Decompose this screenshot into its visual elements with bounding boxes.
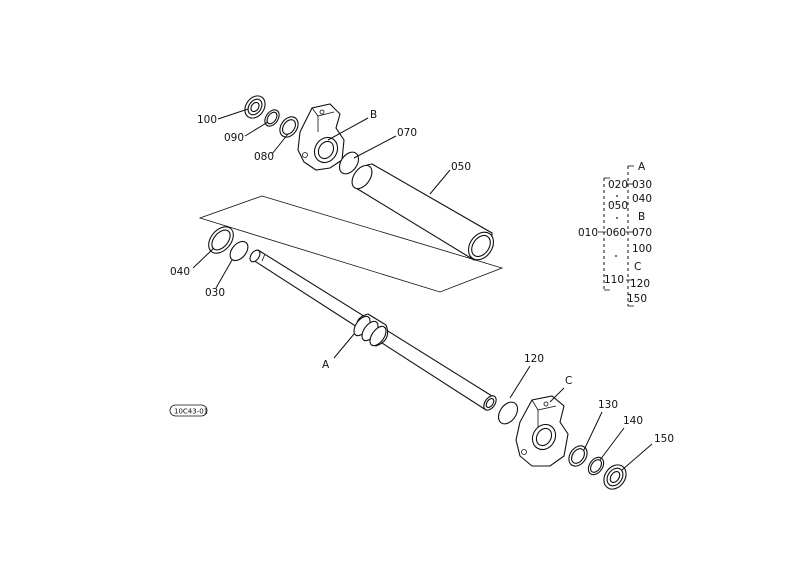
tree-100: 100 [632, 243, 652, 255]
part-100-seal[interactable] [241, 92, 270, 122]
assembly-tree: A 020 030 040 050 B 010 060 070 100 C 11… [578, 161, 652, 307]
callout-b[interactable]: B [370, 109, 377, 121]
leader-lines [192, 108, 653, 471]
part-yoke-b[interactable] [297, 103, 345, 171]
tree-010: 010 [578, 227, 598, 239]
callout-080[interactable]: 080 [254, 151, 274, 163]
tree-110: 110 [604, 274, 624, 286]
callout-100[interactable]: 100 [197, 114, 217, 126]
callout-050[interactable]: 050 [451, 161, 471, 173]
part-150-seal[interactable] [599, 461, 630, 494]
part-030-oring[interactable] [227, 238, 252, 264]
part-050-tube[interactable] [348, 162, 499, 265]
part-090-ring[interactable] [262, 107, 282, 129]
callout-040[interactable]: 040 [170, 266, 190, 278]
callout-120[interactable]: 120 [524, 353, 544, 365]
tree-150: 150 [627, 293, 647, 305]
callout-090[interactable]: 090 [224, 132, 244, 144]
callout-150[interactable]: 150 [654, 433, 674, 445]
tree-060: 060 [606, 227, 626, 239]
part-080-bearing[interactable] [276, 113, 302, 140]
drawing-stamp: 10C43-01 [169, 404, 208, 417]
tree-group-a: A [638, 161, 646, 173]
tree-050: 050 [608, 200, 628, 212]
part-130-bearing[interactable] [565, 442, 591, 469]
callout-030[interactable]: 030 [205, 287, 225, 299]
stamp-text: 10C43-01 [174, 408, 208, 416]
tree-070: 070 [632, 227, 652, 239]
part-120-oring[interactable] [495, 399, 522, 428]
callout-070[interactable]: 070 [397, 127, 417, 139]
tree-group-c: C [634, 261, 641, 273]
part-140-ring[interactable] [585, 454, 607, 477]
part-070-oring[interactable] [336, 149, 363, 178]
callout-140[interactable]: 140 [623, 415, 643, 427]
tree-020: 020 [608, 179, 628, 191]
tree-040: 040 [632, 193, 652, 205]
part-yoke-c[interactable] [515, 395, 569, 467]
tree-group-b: B [638, 211, 645, 223]
boundary-plane [198, 195, 504, 293]
callout-c[interactable]: C [565, 375, 572, 387]
part-shaft-a[interactable] [248, 248, 499, 412]
part-040-ring[interactable] [204, 222, 239, 258]
callout-a[interactable]: A [322, 359, 330, 371]
callout-130[interactable]: 130 [598, 399, 618, 411]
tree-120: 120 [630, 278, 650, 290]
tree-030: 030 [632, 179, 652, 191]
